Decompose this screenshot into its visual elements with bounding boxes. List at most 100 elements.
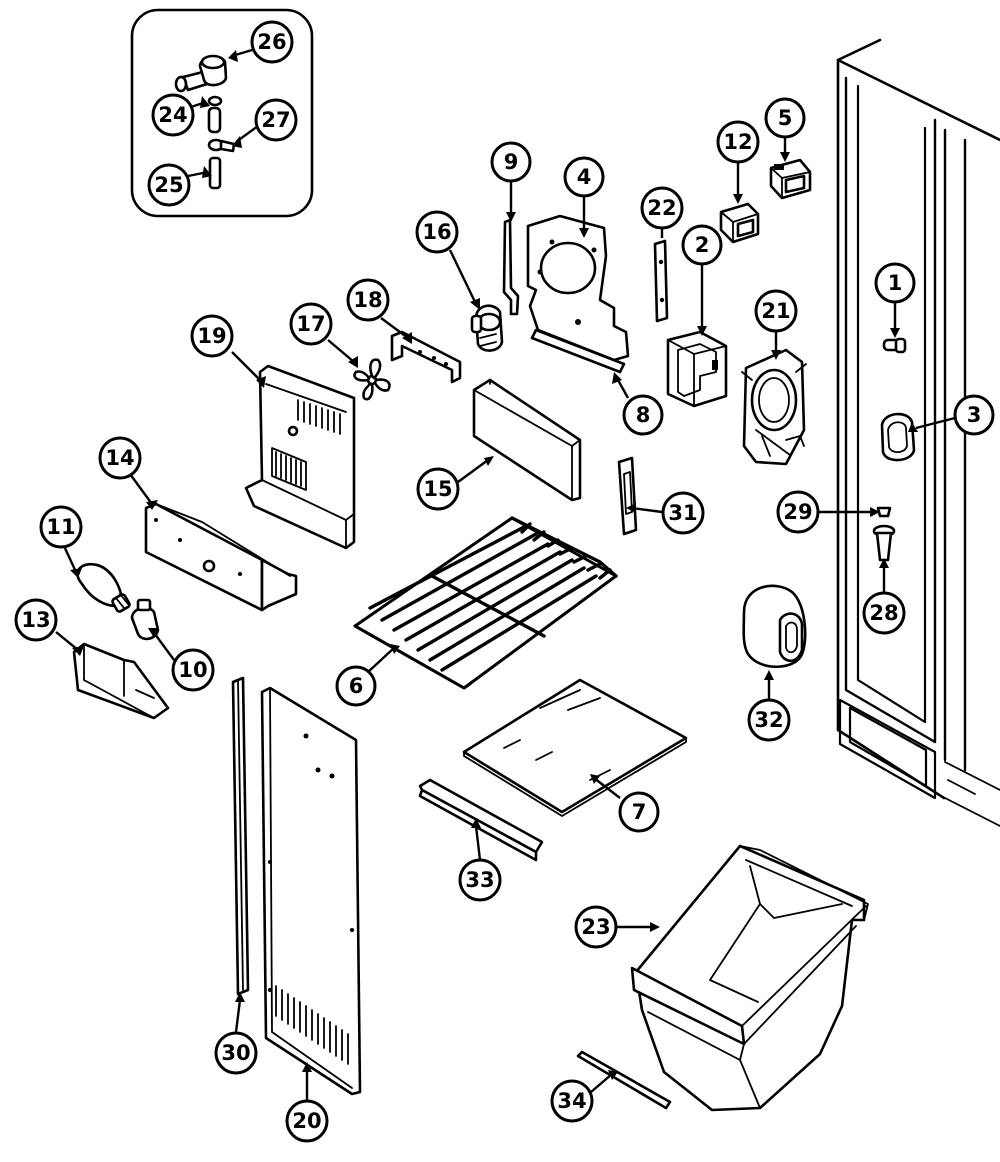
callout-34-label: 34 (557, 1089, 586, 1113)
callout-21: 21 (754, 289, 798, 333)
glass-shelf-part (462, 678, 688, 817)
callout-23: 23 (574, 905, 618, 949)
callout-31: 31 (661, 491, 705, 535)
callout-16-label: 16 (422, 220, 451, 244)
wire-shelf-part (353, 516, 618, 690)
callout-5-label: 5 (778, 106, 793, 130)
callout-15-label: 15 (423, 477, 452, 501)
fan-blade-part (353, 358, 391, 401)
callout-22-label: 22 (647, 196, 676, 220)
callout-11-label: 11 (46, 515, 75, 539)
inset-box (130, 8, 314, 218)
clip-part (653, 239, 669, 323)
liner-panel-part (260, 686, 362, 1096)
callout-28: 28 (862, 591, 906, 635)
fan-motor-part (470, 304, 504, 352)
callout-10-label: 10 (178, 658, 207, 682)
clamp-part (207, 138, 236, 153)
callout-8-label: 8 (636, 403, 651, 427)
callout-7: 7 (618, 791, 660, 833)
callout-12: 12 (716, 120, 760, 164)
callout-18: 18 (346, 278, 390, 322)
callout-20: 20 (285, 1099, 329, 1143)
fan-housing-part (741, 348, 807, 466)
evaporator-cover-part (244, 364, 356, 550)
callout-2-label: 2 (695, 233, 710, 257)
callout-24-label: 24 (158, 103, 187, 127)
callout-24: 24 (151, 93, 195, 137)
callout-12-label: 12 (723, 130, 752, 154)
light-housing-part (144, 502, 298, 612)
cabinet-outline (836, 38, 1000, 827)
callout-20-label: 20 (292, 1109, 321, 1133)
callout-6-label: 6 (349, 674, 364, 698)
callout-19: 19 (190, 314, 234, 358)
callout-33-label: 33 (465, 868, 494, 892)
callout-4-label: 4 (577, 165, 592, 189)
callout-6: 6 (335, 665, 377, 707)
bracket-part-31 (617, 456, 638, 536)
arrow-heads (70, 50, 918, 1080)
callout-15: 15 (416, 467, 460, 511)
switch-part-5 (769, 158, 812, 200)
callout-14-label: 14 (105, 446, 134, 470)
callout-28-label: 28 (869, 601, 898, 625)
callout-25: 25 (147, 163, 191, 207)
callout-22: 22 (640, 186, 684, 230)
callout-26-label: 26 (257, 30, 286, 54)
tube-part (208, 156, 222, 190)
callout-13: 13 (14, 598, 58, 642)
callout-1: 1 (874, 262, 916, 304)
bracket-rod-part (502, 218, 520, 316)
callout-31-label: 31 (668, 501, 697, 525)
callout-10: 10 (171, 648, 215, 692)
callout-14: 14 (98, 436, 142, 480)
ice-bin-part (630, 844, 869, 1112)
motor-bracket-part (390, 330, 462, 384)
callout-30: 30 (214, 1031, 258, 1075)
callout-17: 17 (289, 302, 333, 346)
callout-9-label: 9 (504, 150, 519, 174)
valve-part (174, 54, 228, 93)
bracket-part-2 (666, 330, 728, 408)
callout-25-label: 25 (154, 173, 183, 197)
bulb-part (76, 563, 131, 613)
callout-2: 2 (681, 224, 723, 266)
screw-part-1 (882, 337, 907, 354)
callout-18-label: 18 (353, 288, 382, 312)
callout-33: 33 (458, 858, 502, 902)
callout-7-label: 7 (632, 800, 647, 824)
strip-part-34 (576, 1050, 672, 1110)
callout-32-label: 32 (754, 708, 783, 732)
callout-8: 8 (622, 394, 664, 436)
trim-strip-part (231, 676, 250, 996)
callout-16: 16 (415, 210, 459, 254)
seal-strip-part (530, 328, 626, 374)
callout-27-label: 27 (261, 108, 290, 132)
callout-11: 11 (39, 505, 83, 549)
bolt-part-28 (872, 524, 896, 562)
callout-23-label: 23 (581, 915, 610, 939)
screw-part-29 (876, 506, 892, 518)
switch-part-12 (719, 202, 760, 244)
door-stop-part (880, 412, 916, 462)
callout-19-label: 19 (197, 324, 226, 348)
callout-3: 3 (953, 394, 995, 436)
evaporator-plate-part (526, 214, 630, 362)
callout-3-label: 3 (967, 403, 982, 427)
callout-9: 9 (490, 141, 532, 183)
callout-1-label: 1 (888, 271, 903, 295)
callout-13-label: 13 (21, 608, 50, 632)
callout-29: 29 (776, 490, 820, 534)
callout-4: 4 (563, 156, 605, 198)
callout-32: 32 (747, 698, 791, 742)
callout-34: 34 (550, 1079, 594, 1123)
light-shield-part (72, 642, 170, 720)
callout-5: 5 (764, 97, 806, 139)
cover-panel-part (472, 378, 582, 502)
callout-17-label: 17 (296, 312, 325, 336)
callout-26: 26 (250, 20, 294, 64)
callout-21-label: 21 (761, 299, 790, 323)
ferrule-part (207, 95, 223, 134)
